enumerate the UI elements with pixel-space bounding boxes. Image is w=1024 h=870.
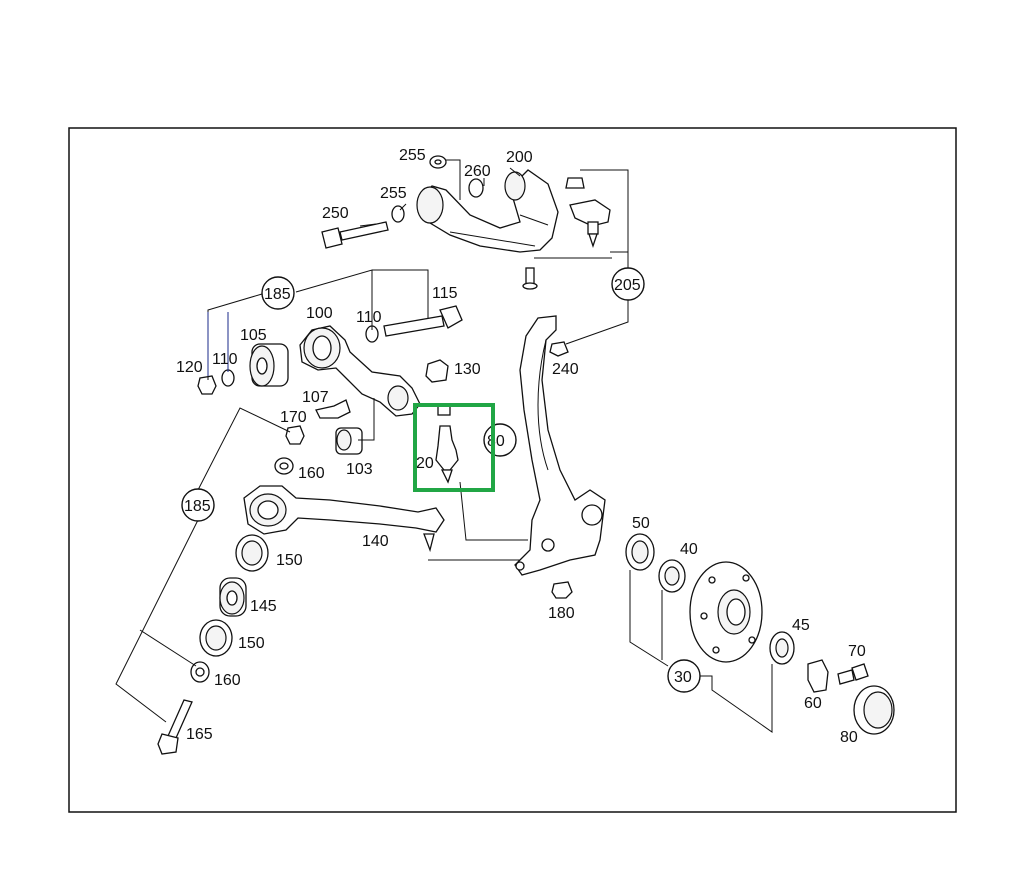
label-180[interactable]: 180 bbox=[548, 605, 575, 622]
label-120[interactable]: 120 bbox=[176, 359, 203, 376]
label-160-top[interactable]: 160 bbox=[298, 465, 325, 482]
lower-control-arm[interactable] bbox=[299, 325, 421, 417]
label-170[interactable]: 170 bbox=[280, 409, 307, 426]
nut-upper-joint[interactable] bbox=[565, 177, 585, 189]
label-240[interactable]: 240 bbox=[552, 361, 579, 378]
upper-control-arm[interactable] bbox=[416, 169, 559, 253]
washer-260[interactable] bbox=[468, 178, 484, 198]
label-185-top[interactable]: 185 bbox=[264, 286, 291, 303]
leader-lines bbox=[115, 159, 773, 733]
bushing-103[interactable] bbox=[335, 427, 363, 455]
bushing-150-upper[interactable] bbox=[235, 534, 269, 572]
label-200[interactable]: 200 bbox=[506, 149, 533, 166]
nut-120[interactable] bbox=[197, 375, 217, 395]
label-110-right[interactable]: 110 bbox=[356, 309, 382, 326]
label-70[interactable]: 70 bbox=[848, 643, 866, 660]
bearing-45[interactable] bbox=[769, 631, 795, 665]
bolt-115[interactable] bbox=[383, 305, 463, 337]
bushing-150-lower[interactable] bbox=[199, 619, 233, 657]
callout-bubble-30 bbox=[667, 659, 701, 693]
label-110-left[interactable]: 110 bbox=[212, 351, 238, 368]
callout-bubble-205 bbox=[611, 267, 645, 301]
screw-70[interactable] bbox=[837, 663, 869, 685]
washer-255-mid[interactable] bbox=[391, 205, 405, 223]
label-30[interactable]: 30 bbox=[674, 669, 692, 686]
upper-ball-joint[interactable] bbox=[569, 199, 611, 249]
label-80-knuckle[interactable]: 80 bbox=[487, 433, 505, 450]
label-165[interactable]: 165 bbox=[186, 726, 213, 743]
label-20[interactable]: 20 bbox=[416, 455, 434, 472]
label-160-bottom[interactable]: 160 bbox=[214, 672, 241, 689]
nut-240[interactable] bbox=[549, 341, 569, 357]
callout-bubble-185-top bbox=[261, 276, 295, 310]
steering-knuckle[interactable] bbox=[514, 315, 606, 576]
label-140[interactable]: 140 bbox=[362, 533, 389, 550]
label-255-top[interactable]: 255 bbox=[399, 147, 426, 164]
bolt-205-vertical[interactable] bbox=[522, 267, 538, 290]
label-50[interactable]: 50 bbox=[632, 515, 650, 532]
label-100[interactable]: 100 bbox=[306, 305, 333, 322]
label-80-cap[interactable]: 80 bbox=[840, 729, 858, 746]
washer-160-top[interactable] bbox=[274, 457, 294, 475]
label-260[interactable]: 260 bbox=[464, 163, 491, 180]
bushing-105[interactable] bbox=[249, 343, 289, 387]
washer-160-bottom[interactable] bbox=[190, 661, 210, 683]
label-45[interactable]: 45 bbox=[792, 617, 810, 634]
bearing-40[interactable] bbox=[658, 559, 686, 593]
label-40[interactable]: 40 bbox=[680, 541, 698, 558]
nut-180[interactable] bbox=[551, 581, 573, 599]
seal-50[interactable] bbox=[625, 533, 655, 571]
label-105[interactable]: 105 bbox=[240, 327, 267, 344]
label-103[interactable]: 103 bbox=[346, 461, 373, 478]
washer-110-left[interactable] bbox=[221, 369, 235, 387]
diagram-frame bbox=[68, 127, 957, 813]
label-185-bottom[interactable]: 185 bbox=[184, 498, 211, 515]
label-107[interactable]: 107 bbox=[302, 389, 329, 406]
lower-ball-joint[interactable] bbox=[435, 404, 459, 484]
nut-130[interactable] bbox=[425, 359, 449, 383]
bushing-145[interactable] bbox=[219, 577, 247, 617]
bolt-165[interactable] bbox=[157, 699, 193, 755]
highlight-box bbox=[413, 403, 495, 492]
label-255-mid[interactable]: 255 bbox=[380, 185, 407, 202]
label-115[interactable]: 115 bbox=[432, 285, 458, 302]
label-150-upper[interactable]: 150 bbox=[276, 552, 303, 569]
part-labels: 255 260 200 255 250 185 110 115 205 100 … bbox=[176, 147, 866, 746]
label-205[interactable]: 205 bbox=[614, 277, 641, 294]
label-60[interactable]: 60 bbox=[804, 695, 822, 712]
wheel-hub[interactable] bbox=[689, 561, 763, 663]
stud-107[interactable] bbox=[315, 399, 351, 419]
callout-bubble-185-bottom bbox=[181, 488, 215, 522]
tension-strut[interactable] bbox=[243, 485, 445, 553]
clamp-nut-60[interactable] bbox=[807, 659, 829, 693]
grease-cap-80[interactable] bbox=[853, 685, 895, 735]
bolt-250[interactable] bbox=[321, 221, 389, 249]
washer-255-top[interactable] bbox=[429, 155, 447, 169]
label-150-lower[interactable]: 150 bbox=[238, 635, 265, 652]
label-130[interactable]: 130 bbox=[454, 361, 481, 378]
label-250[interactable]: 250 bbox=[322, 205, 349, 222]
nut-170[interactable] bbox=[285, 425, 305, 445]
label-145[interactable]: 145 bbox=[250, 598, 277, 615]
